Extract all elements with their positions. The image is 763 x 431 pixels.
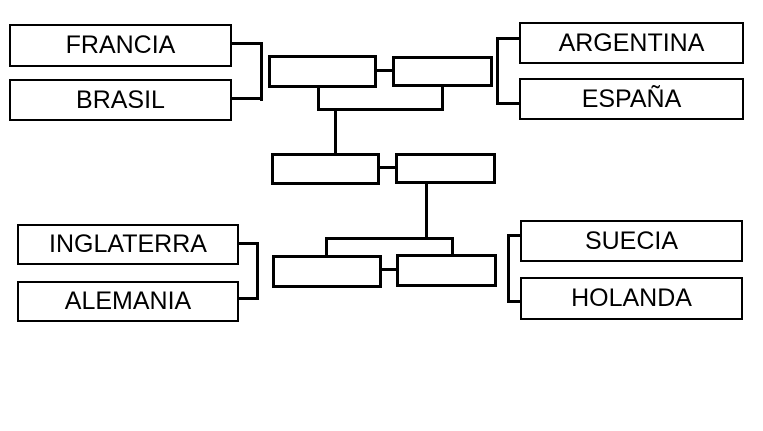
bracket-match2-top-line	[496, 37, 519, 40]
bracket-match1-top-line	[232, 42, 263, 45]
slot-finalist-right	[395, 153, 496, 184]
slot-finalist-left	[271, 153, 380, 185]
connector-final-line	[380, 166, 395, 169]
slot-winner-match2	[392, 56, 493, 87]
step-to-winner4-line	[451, 237, 454, 254]
team-box-suecia: SUECIA	[520, 220, 743, 262]
bracket-match2-bottom-line	[496, 102, 519, 105]
team-box-francia: FRANCIA	[9, 24, 232, 67]
bracket-match3-top-line	[239, 242, 259, 245]
team-label-holanda: HOLANDA	[571, 284, 692, 312]
descender-from-finalist-right	[425, 184, 428, 240]
bracket-match4-bottom-line	[507, 300, 520, 303]
bracket-match3-vertical-line	[256, 242, 259, 300]
drop-winner2-line	[441, 87, 444, 111]
connector-winner1-winner2	[377, 69, 392, 72]
team-box-alemania: ALEMANIA	[17, 281, 239, 322]
bracket-match2-vertical-line	[496, 37, 499, 105]
team-label-inglaterra: INGLATERRA	[49, 230, 207, 258]
team-box-argentina: ARGENTINA	[519, 22, 744, 64]
connector-winner3-winner4	[382, 268, 396, 271]
bus-bottom-half-line	[325, 237, 454, 240]
bracket-match1-vertical-line	[260, 42, 263, 101]
team-box-espana: ESPAÑA	[519, 78, 744, 120]
step-to-winner3-line	[325, 237, 328, 255]
drop-winner1-line	[317, 88, 320, 111]
bracket-match3-bottom-line	[239, 297, 259, 300]
slot-winner-match1	[268, 55, 377, 88]
team-box-brasil: BRASIL	[9, 79, 232, 121]
bracket-match1-bottom-line	[232, 97, 263, 100]
team-label-brasil: BRASIL	[76, 85, 165, 114]
team-box-holanda: HOLANDA	[520, 277, 743, 320]
descender-to-finalist-left	[334, 111, 337, 153]
bus-top-half-line	[317, 108, 444, 111]
bracket-match4-top-line	[507, 234, 520, 237]
team-label-espana: ESPAÑA	[581, 84, 682, 113]
team-label-francia: FRANCIA	[65, 31, 176, 59]
slot-winner-match4	[396, 254, 497, 287]
team-label-argentina: ARGENTINA	[558, 28, 705, 57]
team-label-suecia: SUECIA	[584, 226, 679, 255]
slot-winner-match3	[272, 255, 382, 288]
team-label-alemania: ALEMANIA	[64, 287, 192, 315]
bracket-match4-vertical-line	[507, 234, 510, 303]
team-box-inglaterra: INGLATERRA	[17, 224, 239, 265]
